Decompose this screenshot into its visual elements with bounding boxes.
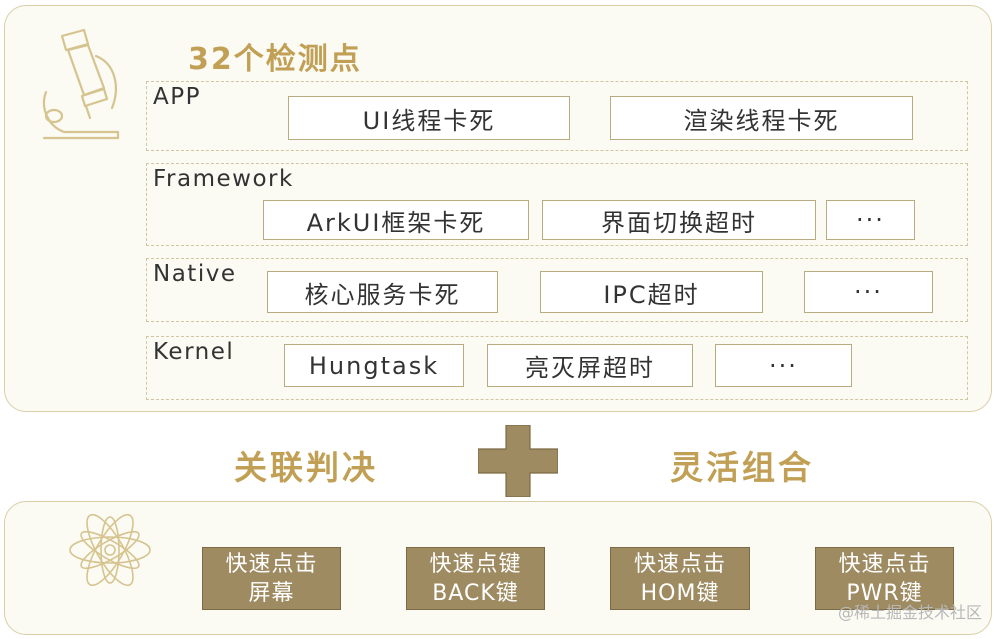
box-ui-switch-timeout: 界面切换超时 [542,200,816,240]
watermark: @稀土掘金技术社区 [837,603,982,622]
box-arkui-hang: ArkUI框架卡死 [263,200,529,240]
action-tap-screen: 快速点击 屏幕 [202,547,341,610]
layer-label-kernel: Kernel [153,339,235,365]
detection-title: 32个检测点 [188,42,362,77]
layer-label-app: APP [153,84,201,110]
box-kernel-more: ··· [715,344,852,387]
box-screen-onoff-timeout: 亮灭屏超时 [487,344,693,387]
layer-kernel: Kernel [146,336,968,400]
box-framework-more: ··· [826,200,915,240]
layer-framework: Framework [146,163,968,246]
atom-icon [69,513,151,587]
action-press-back-line1: 快速点键 [429,551,522,577]
layer-native: Native [146,258,968,322]
action-press-power-line1: 快速点击 [838,551,931,577]
layer-label-framework: Framework [153,166,294,192]
box-render-thread-hang: 渲染线程卡死 [610,96,913,140]
action-tap-screen-line2: 屏幕 [248,580,295,606]
box-native-more: ··· [804,271,933,313]
microscope-icon [42,28,120,140]
action-press-home-line2: HOM键 [640,580,720,606]
action-press-home: 快速点击 HOM键 [610,547,750,610]
box-ui-thread-hang: UI线程卡死 [288,96,570,140]
action-press-power-line2: PWR键 [846,580,923,606]
correlation-judgement: 关联判决 [234,448,378,487]
flexible-combination: 灵活组合 [670,448,814,487]
layer-app: APP [146,81,968,151]
action-press-power: 快速点击 PWR键 [815,547,954,610]
action-press-back: 快速点键 BACK键 [406,547,545,610]
box-hungtask: Hungtask [284,344,464,387]
plus-icon [478,425,558,497]
layer-label-native: Native [153,261,237,287]
box-ipc-timeout: IPC超时 [540,271,763,313]
action-press-back-line2: BACK键 [432,580,519,606]
box-core-service-hang: 核心服务卡死 [267,271,498,313]
action-press-home-line1: 快速点击 [633,551,726,577]
action-tap-screen-line1: 快速点击 [225,551,318,577]
